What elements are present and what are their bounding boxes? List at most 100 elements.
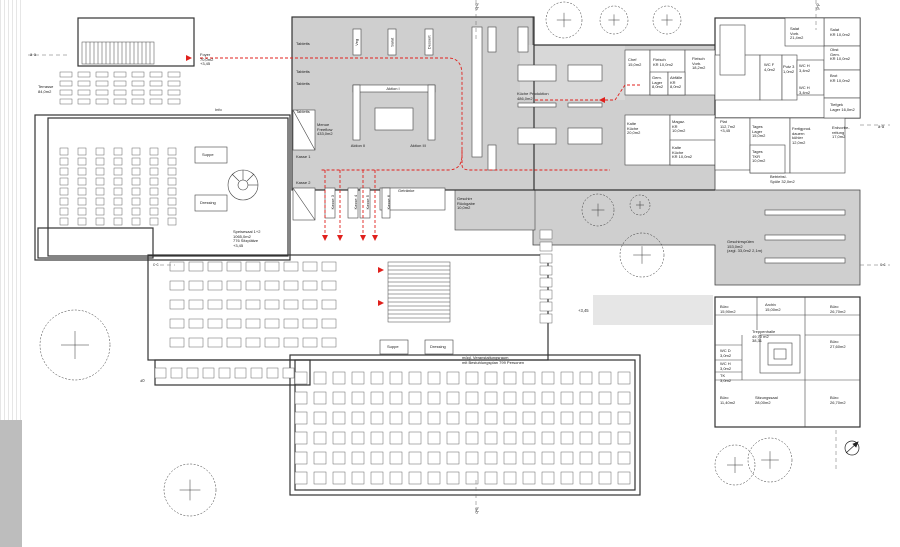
table bbox=[389, 471, 403, 485]
table bbox=[234, 367, 247, 379]
buffet-islands bbox=[194, 146, 454, 355]
table bbox=[167, 147, 177, 156]
room-salat-vorb: Salat Vorb. 21,4m2 bbox=[790, 26, 804, 41]
table bbox=[465, 471, 479, 485]
table bbox=[245, 318, 261, 329]
room-kalte-kueche-kr: Kalte Küche KR 10,0m2 bbox=[672, 145, 693, 160]
room-aktion-ii: Aktion II bbox=[350, 143, 366, 148]
table bbox=[245, 280, 261, 291]
table bbox=[95, 187, 105, 196]
table bbox=[427, 471, 441, 485]
table bbox=[113, 167, 123, 176]
tabletts-b: Tabletts bbox=[296, 69, 310, 74]
table bbox=[351, 451, 365, 465]
cash-desks bbox=[292, 109, 391, 221]
salat-counter: Salat bbox=[389, 37, 395, 47]
table bbox=[313, 411, 327, 425]
section-marker-a-right: a-a bbox=[878, 124, 885, 129]
room-tk: TK 3,0m2 bbox=[720, 373, 732, 383]
table bbox=[539, 313, 553, 324]
table bbox=[188, 299, 204, 310]
room-sitzung: Sitzungssaal 28,00m2 bbox=[755, 395, 778, 405]
table bbox=[169, 261, 185, 272]
table bbox=[560, 431, 574, 445]
table bbox=[154, 367, 167, 379]
table bbox=[598, 471, 612, 485]
table bbox=[427, 371, 441, 385]
table bbox=[188, 280, 204, 291]
table bbox=[522, 371, 536, 385]
room-tiefk-lager: Tiefgek Lager 16,0m2 bbox=[830, 102, 855, 112]
table bbox=[560, 391, 574, 405]
table bbox=[149, 167, 159, 176]
grey-zones bbox=[291, 16, 861, 325]
table bbox=[446, 431, 460, 445]
room-erdvorbe: Erdvorbe- reitung 17,0m2 bbox=[832, 125, 850, 140]
dessert-counter: Dessert bbox=[426, 35, 432, 50]
table bbox=[408, 411, 422, 425]
table bbox=[77, 207, 87, 216]
suppe-bottom: Suppe bbox=[387, 344, 399, 349]
room-foyer: Foyer 70,0m2 +3,45 bbox=[200, 52, 214, 67]
table bbox=[77, 147, 87, 156]
table bbox=[207, 299, 223, 310]
table bbox=[149, 147, 159, 156]
table bbox=[332, 391, 346, 405]
table bbox=[245, 299, 261, 310]
table bbox=[95, 207, 105, 216]
table bbox=[560, 451, 574, 465]
table bbox=[302, 337, 318, 348]
room-kalte-kueche: Kalte Küche 20,0m2 bbox=[627, 121, 641, 136]
table bbox=[113, 217, 123, 226]
table bbox=[202, 367, 215, 379]
table bbox=[294, 371, 308, 385]
table bbox=[131, 157, 141, 166]
table bbox=[282, 367, 295, 379]
table bbox=[408, 371, 422, 385]
room-treppenhalle: Treppenhalle 49,70 m2 38,31 bbox=[752, 329, 776, 344]
room-kueche-produktion: Küche Produktion 486,0m2 bbox=[517, 91, 549, 101]
table bbox=[294, 431, 308, 445]
table bbox=[167, 187, 177, 196]
table bbox=[313, 471, 327, 485]
table bbox=[332, 431, 346, 445]
room-betriebsl: Betriebsl. Spüle 32,0m2 bbox=[770, 174, 795, 184]
table bbox=[167, 98, 181, 105]
room-aktion-iii: Aktion III bbox=[410, 143, 426, 148]
table bbox=[321, 280, 337, 291]
room-gem-lager: Gem. Lager 8,0m2 bbox=[652, 75, 664, 90]
table bbox=[207, 261, 223, 272]
table bbox=[188, 337, 204, 348]
getraenke-counter: Getränke bbox=[398, 188, 415, 193]
office-stair bbox=[759, 334, 801, 374]
table bbox=[427, 451, 441, 465]
room-gastro-rueckgabe: Geschirr Rückgabe 10,0m2 bbox=[457, 196, 476, 211]
table bbox=[465, 451, 479, 465]
table bbox=[522, 451, 536, 465]
table bbox=[167, 157, 177, 166]
table bbox=[95, 157, 105, 166]
arrow-heads bbox=[186, 55, 605, 306]
table bbox=[149, 71, 163, 78]
table bbox=[408, 431, 422, 445]
table bbox=[59, 217, 69, 226]
table bbox=[617, 431, 631, 445]
table bbox=[167, 177, 177, 186]
table bbox=[446, 411, 460, 425]
table bbox=[266, 367, 279, 379]
table bbox=[131, 89, 145, 96]
table bbox=[59, 71, 73, 78]
dressing-top: Dressing bbox=[200, 200, 216, 205]
table bbox=[351, 431, 365, 445]
trees bbox=[39, 1, 793, 517]
room-menue-freeflow: Menue Freeflow 433,0m2 bbox=[317, 122, 333, 137]
room-terrasse: Terrasse 84,0m2 bbox=[38, 84, 54, 94]
table bbox=[598, 451, 612, 465]
room-aktion-i: Aktion I bbox=[386, 86, 400, 91]
table bbox=[77, 177, 87, 186]
kasse-5: Kasse 5 bbox=[364, 195, 370, 210]
table bbox=[77, 217, 87, 226]
table bbox=[169, 299, 185, 310]
table bbox=[226, 318, 242, 329]
